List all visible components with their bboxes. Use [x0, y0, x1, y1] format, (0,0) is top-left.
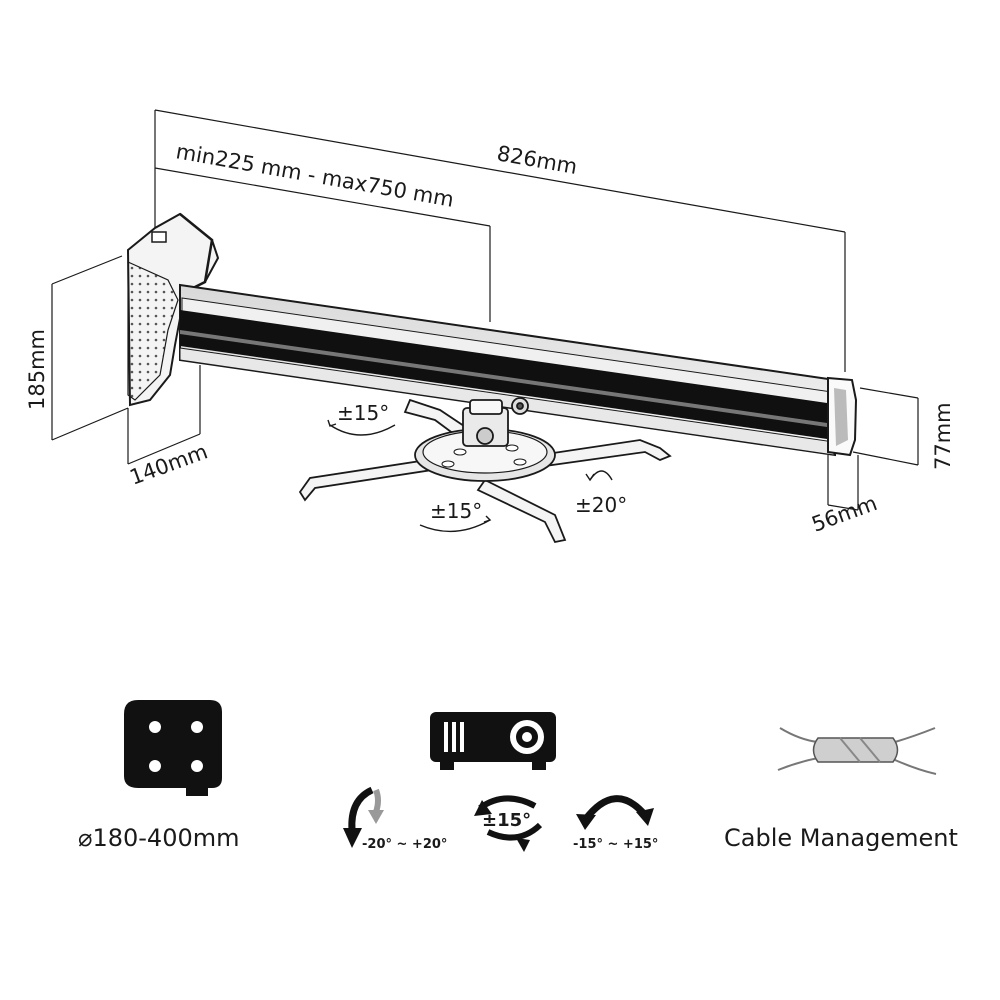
wall-plate — [126, 212, 220, 407]
rotate-arrow-head — [474, 800, 492, 816]
arm-height-label: 77mm — [931, 402, 955, 470]
swivel-bottom-label: ±15° — [430, 499, 482, 523]
swivel-arrow-icon — [576, 795, 654, 830]
dimension-lines — [51, 109, 919, 511]
mounting-plate-icon — [124, 700, 222, 796]
rotate-arrow-head-2 — [516, 838, 530, 852]
projector-bracket — [298, 397, 672, 544]
vesa-caption: ⌀180-400mm — [78, 824, 240, 852]
extension-range-label: min225 mm - max750 mm — [174, 139, 456, 212]
projector-icon — [430, 712, 556, 770]
tilt-range-label: -20° ~ +20° — [362, 837, 447, 852]
rotate-range-label: ±15° — [482, 810, 531, 831]
cable-management-icon — [777, 727, 937, 775]
tilt-label: ±20° — [575, 493, 627, 517]
total-length-label: 826mm — [495, 141, 579, 179]
rotation-arrows — [327, 419, 613, 533]
swivel-range-label: -15° ~ +15° — [573, 837, 658, 852]
vesa-range-label: 180-400mm — [92, 824, 240, 852]
diameter-symbol: ⌀ — [78, 824, 93, 852]
swivel-top-label: ±15° — [337, 401, 389, 425]
cable-management-caption: Cable Management — [724, 824, 958, 852]
wall-plate-height-label: 185mm — [25, 329, 49, 410]
telescopic-arm — [179, 283, 858, 457]
arm-width-label: 56mm — [809, 491, 881, 537]
tilt-arrow-icon — [343, 786, 384, 848]
